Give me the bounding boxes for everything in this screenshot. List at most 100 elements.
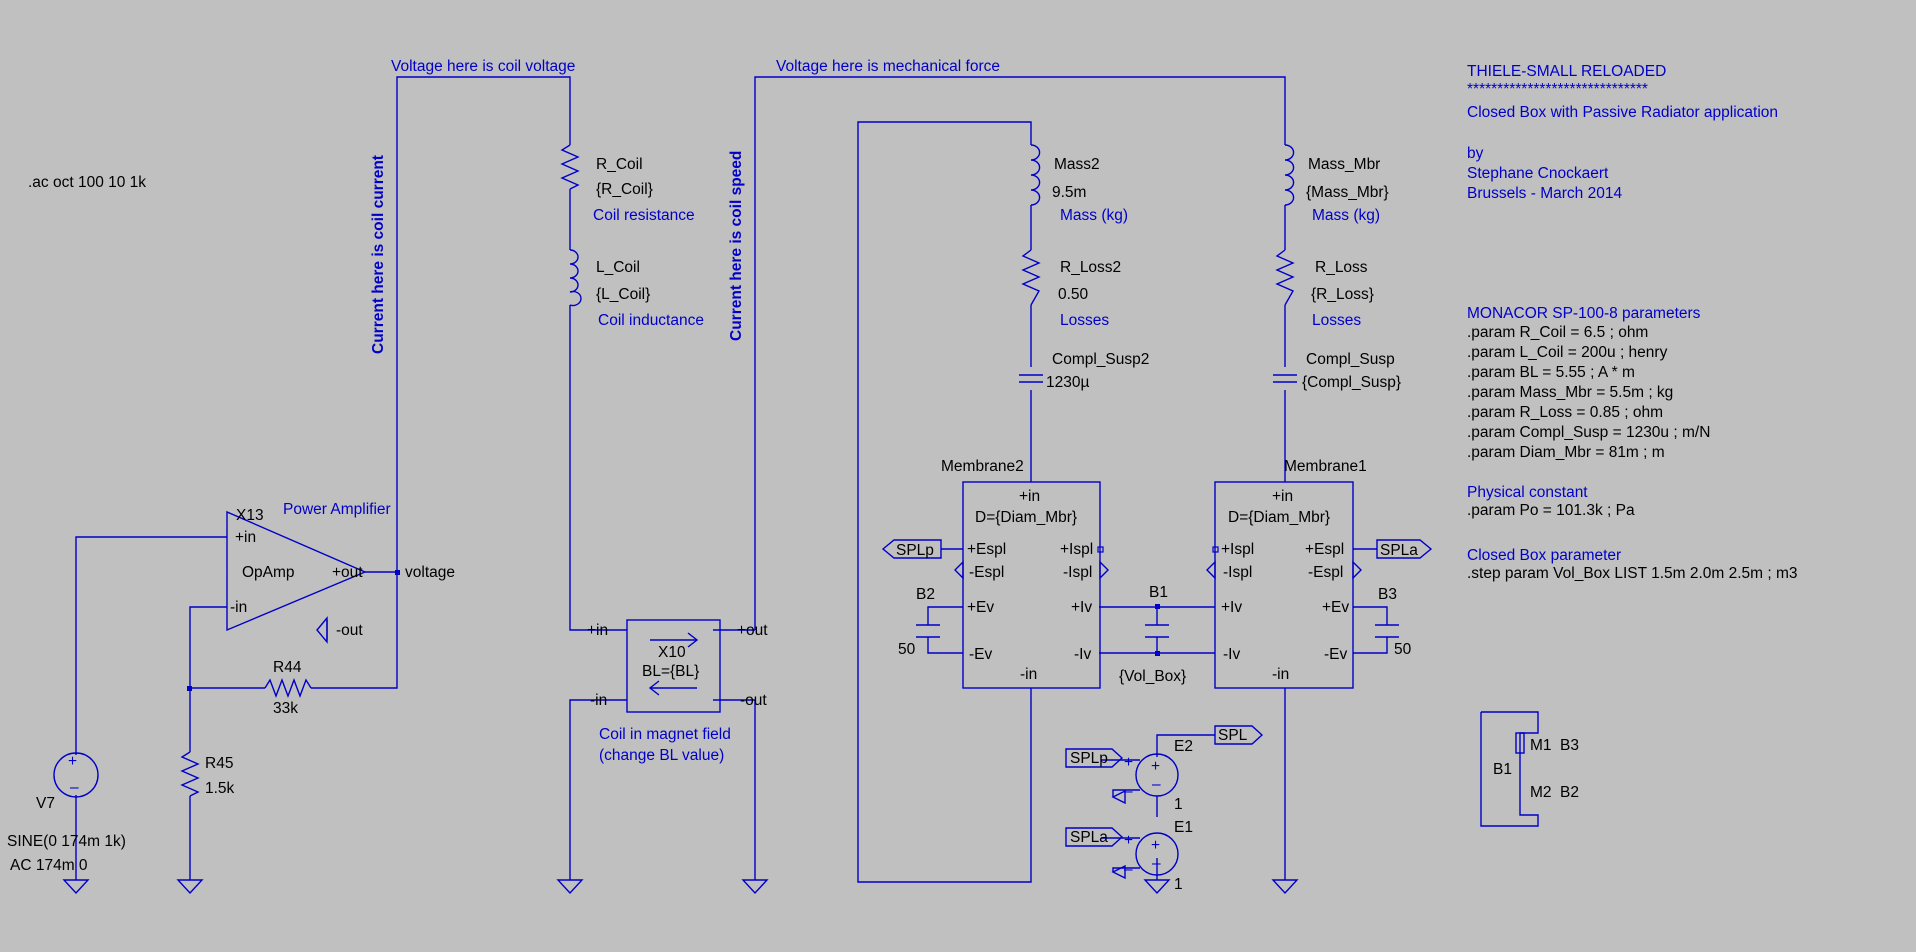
l-coil-value: {L_Coil} bbox=[596, 286, 650, 303]
e1-name: E1 bbox=[1174, 819, 1193, 836]
source-e2[interactable]: + – E2 1 + – bbox=[1124, 738, 1193, 813]
membrane1-pin-ispl-minus: -Ispl bbox=[1223, 564, 1252, 581]
membrane1-pin-iv-minus: -Iv bbox=[1223, 646, 1240, 663]
b2-name: B2 bbox=[916, 586, 935, 603]
r-coil-desc: Coil resistance bbox=[593, 207, 695, 224]
ground-icon bbox=[176, 879, 204, 895]
resistor-r-loss2[interactable]: R_Loss2 0.50 Losses bbox=[1021, 249, 1121, 329]
param-line: .param Compl_Susp = 1230u ; m/N bbox=[1467, 424, 1710, 441]
r-loss-desc: Losses bbox=[1312, 312, 1361, 329]
membrane2-pin-iv-minus: -Iv bbox=[1074, 646, 1091, 663]
membrane2-name: Membrane2 bbox=[941, 458, 1024, 475]
membrane1-port-ispl-plus bbox=[1212, 546, 1219, 553]
membrane1-pin-iv-plus: +Iv bbox=[1221, 599, 1242, 616]
mass2-name: Mass2 bbox=[1054, 156, 1100, 173]
flag-spla-e1[interactable]: SPLa bbox=[1065, 827, 1124, 847]
params-block[interactable]: MONACOR SP-100-8 parameters .param R_Coi… bbox=[1467, 305, 1798, 582]
capacitor-compl-susp2[interactable]: Compl_Susp2 1230µ bbox=[1019, 351, 1149, 391]
inductor-mass2[interactable]: Mass2 9.5m Mass (kg) bbox=[1030, 144, 1128, 224]
e2-ctrl-plus: + bbox=[1124, 754, 1133, 771]
source-v7[interactable]: + – V7 SINE(0 174m 1k) AC 174m 0 bbox=[7, 752, 126, 874]
e1-value: 1 bbox=[1174, 876, 1183, 893]
phys-line: .param Po = 101.3k ; Pa bbox=[1467, 502, 1635, 519]
resistor-r44[interactable]: R44 33k bbox=[264, 659, 312, 717]
l-coil-desc: Coil inductance bbox=[598, 312, 704, 329]
b1-name: B1 bbox=[1149, 584, 1168, 601]
opamp-pin-out-plus: +out bbox=[332, 564, 363, 581]
membrane1-pin-espl-plus: +Espl bbox=[1305, 541, 1344, 558]
membrane1-pin-espl-minus: -Espl bbox=[1308, 564, 1343, 581]
legend-b2: B2 bbox=[1560, 784, 1579, 801]
ground-icon bbox=[1271, 879, 1299, 895]
resistor-r-coil[interactable]: R_Coil {R_Coil} Coil resistance bbox=[560, 144, 695, 224]
r44-value: 33k bbox=[273, 700, 298, 717]
source-e1[interactable]: + – E1 1 + – bbox=[1124, 819, 1193, 893]
opamp-x13[interactable]: +in -in OpAmp +out X13 Power Amplifier v… bbox=[226, 501, 455, 644]
membrane2-pin-espl-plus: +Espl bbox=[967, 541, 1006, 558]
flag-splp-label-2: SPLp bbox=[1070, 750, 1108, 767]
net-voltage-label: voltage bbox=[405, 564, 455, 581]
membrane2-port-ispl-minus bbox=[1099, 560, 1109, 580]
inductor-l-coil[interactable]: L_Coil {L_Coil} Coil inductance bbox=[569, 249, 704, 329]
b1-value: {Vol_Box} bbox=[1119, 668, 1186, 685]
capacitor-b2[interactable]: B2 50 bbox=[898, 586, 940, 658]
param-line: .param R_Coil = 6.5 ; ohm bbox=[1467, 324, 1648, 341]
ground-symbols bbox=[62, 879, 1299, 895]
flag-spla-label-2: SPLa bbox=[1070, 829, 1108, 846]
v7-minus-glyph: – bbox=[70, 779, 79, 796]
membrane2-port-ispl-plus bbox=[1097, 546, 1104, 553]
membrane1-block[interactable]: Membrane1 +in D={Diam_Mbr} +Ispl -Ispl +… bbox=[1206, 458, 1367, 689]
b2-value: 50 bbox=[898, 641, 916, 658]
x10-desc-2: (change BL value) bbox=[599, 747, 724, 764]
flag-splp-membrane[interactable]: SPLp bbox=[881, 539, 963, 559]
flag-spla-label-1: SPLa bbox=[1380, 542, 1418, 559]
ac-directive[interactable]: .ac oct 100 10 1k bbox=[28, 174, 146, 191]
inductor-mass-mbr[interactable]: Mass_Mbr {Mass_Mbr} Mass (kg) bbox=[1284, 144, 1389, 224]
mass2-value: 9.5m bbox=[1052, 184, 1086, 201]
v7-value-ac: AC 174m 0 bbox=[10, 857, 88, 874]
legend-b1: B1 bbox=[1493, 761, 1512, 778]
r45-value: 1.5k bbox=[205, 780, 235, 797]
flag-spl-output[interactable]: SPL bbox=[1214, 725, 1264, 745]
phys-heading: Physical constant bbox=[1467, 484, 1588, 501]
x10-value: BL={BL} bbox=[642, 663, 699, 680]
b3-name: B3 bbox=[1378, 586, 1397, 603]
r-coil-name: R_Coil bbox=[596, 156, 643, 173]
e1-plus-glyph: + bbox=[1151, 837, 1160, 854]
r-loss2-name: R_Loss2 bbox=[1060, 259, 1121, 276]
resistor-r-loss[interactable]: R_Loss {R_Loss} Losses bbox=[1275, 249, 1374, 329]
flag-spl-label: SPL bbox=[1218, 727, 1248, 744]
membrane1-param: D={Diam_Mbr} bbox=[1228, 509, 1330, 526]
ground-icon bbox=[556, 879, 584, 895]
param-line: .param R_Loss = 0.85 ; ohm bbox=[1467, 404, 1663, 421]
param-line: .param Diam_Mbr = 81m ; m bbox=[1467, 444, 1665, 461]
opamp-pin-in-minus: -in bbox=[230, 599, 247, 616]
capacitor-b1[interactable]: B1 {Vol_Box} bbox=[1119, 584, 1186, 685]
capacitor-b3[interactable]: B3 50 bbox=[1375, 586, 1412, 658]
flag-splp-e2[interactable]: SPLp bbox=[1065, 748, 1124, 768]
e2-name: E2 bbox=[1174, 738, 1193, 755]
x10-pin-out-minus: -out bbox=[740, 692, 767, 709]
resistor-r45[interactable]: R45 1.5k bbox=[180, 751, 235, 797]
param-line: .param BL = 5.55 ; A * m bbox=[1467, 364, 1635, 381]
ground-icon bbox=[741, 879, 769, 895]
mass-mbr-value: {Mass_Mbr} bbox=[1306, 184, 1389, 201]
flag-splp-label-1: SPLp bbox=[896, 542, 934, 559]
e2-plus-glyph: + bbox=[1151, 758, 1160, 775]
legend-m1: M1 bbox=[1530, 737, 1552, 754]
e1-ctrl-plus: + bbox=[1124, 832, 1133, 849]
e2-ground-arrow bbox=[1111, 789, 1126, 805]
flag-spla-membrane[interactable]: SPLa bbox=[1353, 539, 1433, 559]
l-coil-name: L_Coil bbox=[596, 259, 640, 276]
mass-mbr-name: Mass_Mbr bbox=[1308, 156, 1380, 173]
doc-author: Stephane Cnockaert bbox=[1467, 165, 1609, 182]
b3-value: 50 bbox=[1394, 641, 1412, 658]
e2-value: 1 bbox=[1174, 796, 1183, 813]
capacitor-compl-susp[interactable]: Compl_Susp {Compl_Susp} bbox=[1273, 351, 1401, 391]
gyrator-x10[interactable]: X10 BL={BL} +in -in +out -out Coil in ma… bbox=[587, 619, 768, 764]
membrane1-pin-in-minus: -in bbox=[1272, 666, 1289, 683]
r44-name: R44 bbox=[273, 659, 302, 676]
opamp-name: X13 bbox=[236, 507, 264, 524]
r-loss2-desc: Losses bbox=[1060, 312, 1109, 329]
membrane2-block[interactable]: Membrane2 +in D={Diam_Mbr} +Espl -Espl +… bbox=[941, 458, 1109, 689]
